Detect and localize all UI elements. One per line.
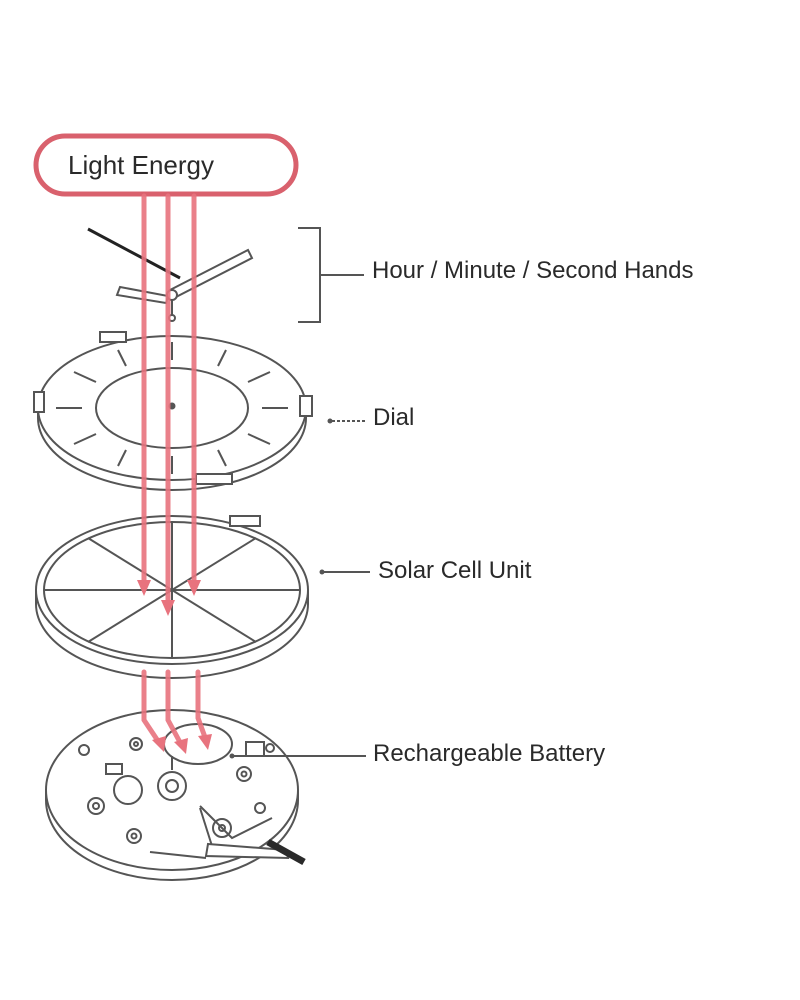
solar-cell-part (35, 515, 309, 679)
solar-leader-dot (319, 569, 325, 575)
dial-label: Dial (373, 404, 415, 431)
crown-stem (266, 838, 306, 866)
battery-leader-dot (229, 753, 235, 759)
solar-cell-label: Solar Cell Unit (378, 557, 532, 584)
hands-bracket (298, 227, 364, 323)
hands-label: Hour / Minute / Second Hands (372, 257, 694, 284)
dial-part (33, 331, 313, 491)
dial-leader-dot (327, 418, 333, 424)
light-arrow-heads (137, 580, 212, 754)
movement-part (45, 709, 299, 881)
light-energy-box (33, 133, 299, 197)
light-energy-label: Light Energy (68, 150, 214, 180)
light-energy-arrows (141, 193, 209, 749)
battery-label: Rechargeable Battery (373, 740, 606, 767)
